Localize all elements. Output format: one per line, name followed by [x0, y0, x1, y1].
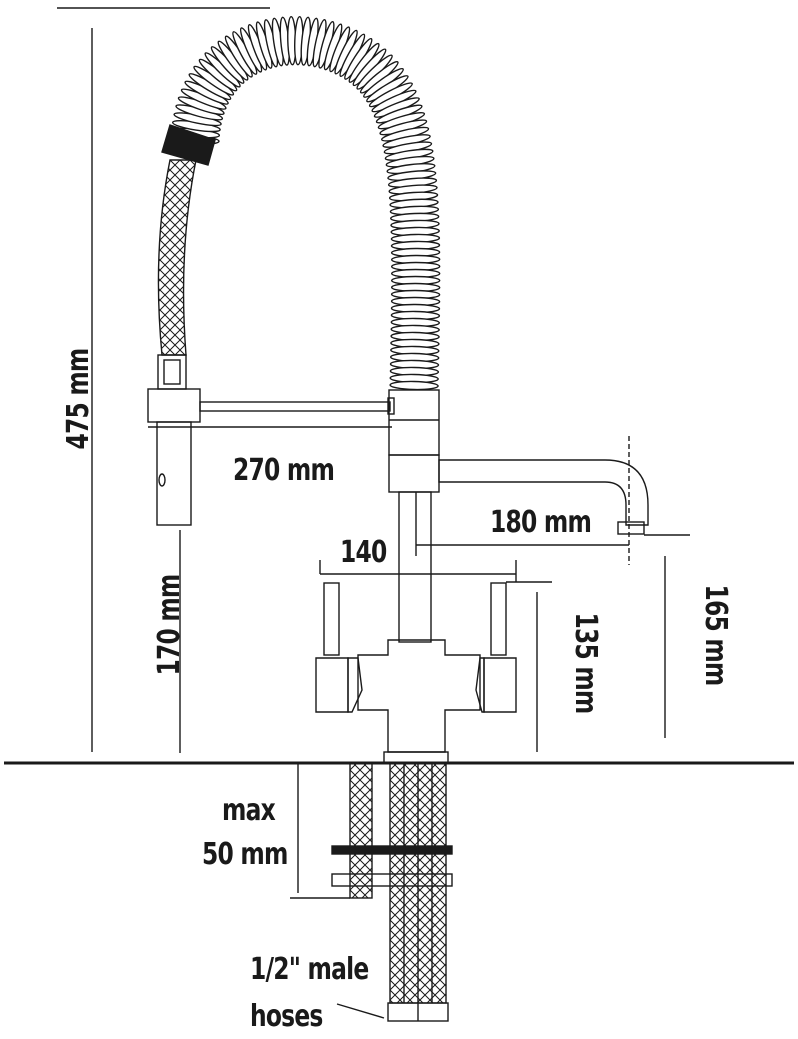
shower-hose — [157, 159, 197, 356]
label-135mm: 135 mm — [567, 612, 603, 714]
main-column-collar — [388, 454, 440, 493]
right-handle-lever — [490, 582, 507, 656]
spring-coil — [389, 380, 439, 391]
label-max: max — [222, 793, 276, 828]
right-handle-body — [483, 657, 517, 713]
main-column-top — [388, 389, 440, 456]
coiled-spring — [170, 16, 441, 391]
main-column-stem — [398, 491, 432, 643]
hoses-leader-line — [336, 1003, 385, 1019]
label-270mm: 270 mm — [233, 453, 335, 488]
spout — [438, 459, 649, 526]
shower-head — [156, 421, 192, 526]
left-handle-body — [315, 657, 349, 713]
label-male-hoses: 1/2" male — [250, 952, 369, 987]
hose-sleeve — [161, 124, 216, 166]
label-140: 140 — [340, 535, 387, 570]
label-50mm: 50 mm — [202, 837, 288, 872]
threaded-rod — [349, 762, 373, 899]
left-handle-lever — [323, 582, 340, 656]
label-475mm: 475 mm — [60, 348, 96, 450]
label-165mm: 165 mm — [697, 584, 733, 686]
mounting-plate-top — [331, 845, 453, 855]
shower-holder — [147, 388, 201, 423]
mixer-body — [357, 639, 481, 753]
spout-tip — [617, 521, 645, 535]
label-180mm: 180 mm — [490, 505, 592, 540]
label-170mm: 170 mm — [151, 574, 187, 676]
mounting-plate — [331, 873, 453, 887]
mixer-base — [383, 751, 449, 764]
label-hoses: hoses — [250, 999, 323, 1034]
support-arm — [199, 401, 391, 412]
